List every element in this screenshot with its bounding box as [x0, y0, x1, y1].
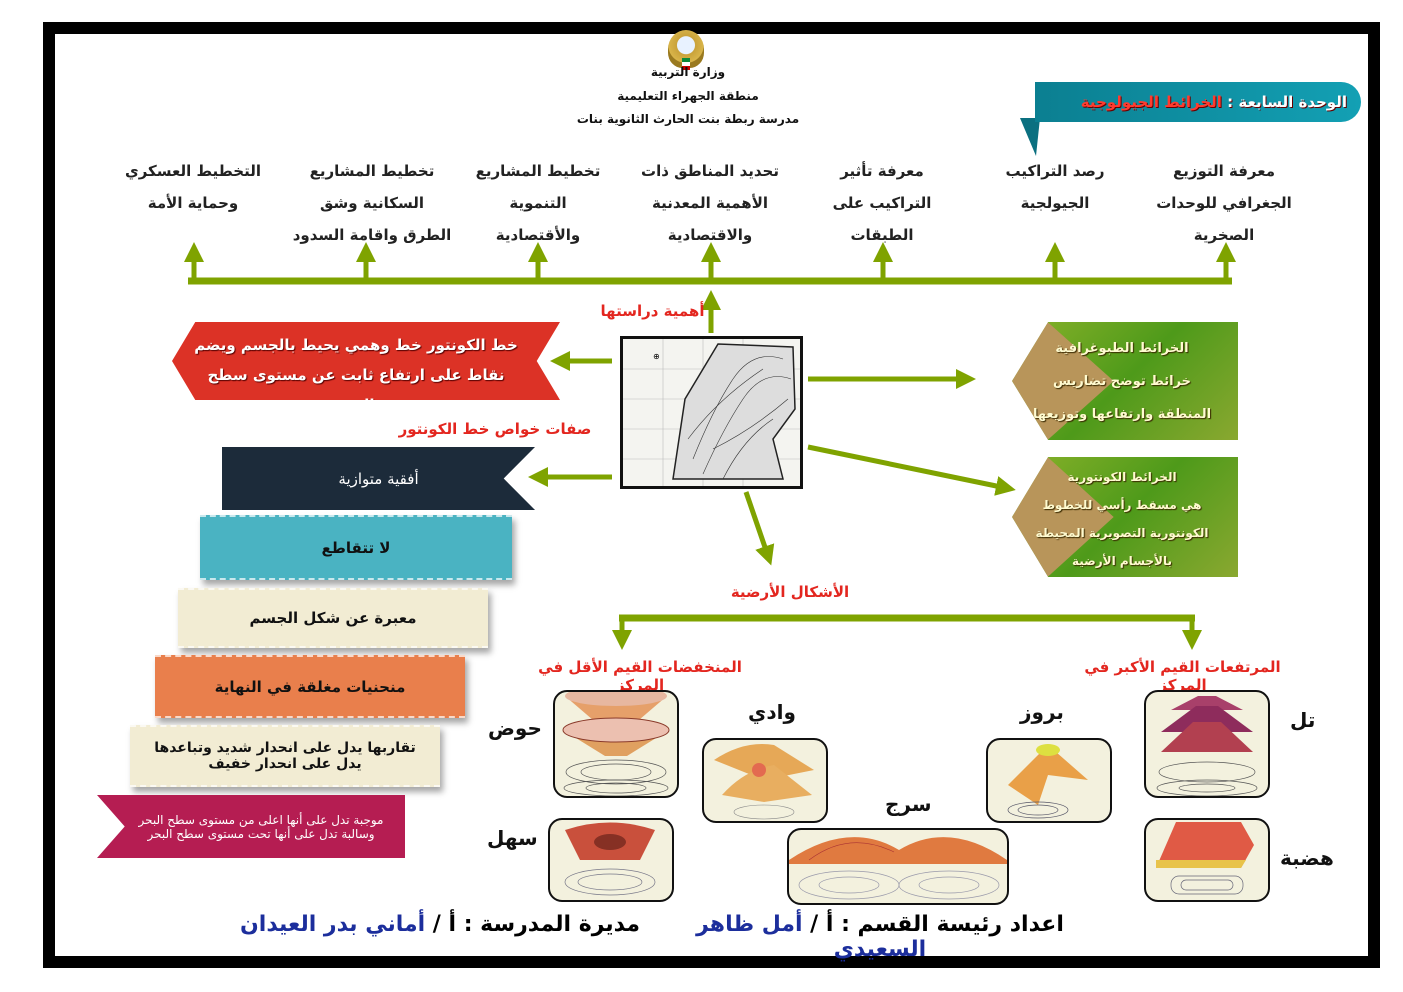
basin-label: حوض	[488, 716, 542, 740]
property-ribbon: منحنيات مغلقة في النهاية	[155, 655, 465, 718]
properties-title: صفات خواص خط الكونتور	[398, 420, 592, 438]
ministry-name: وزارة التربية	[650, 65, 726, 79]
basin-image	[553, 690, 679, 798]
unit-banner: الوحدة السابعة : الخرائط الجيولوجية	[1035, 82, 1361, 122]
elevations-label: المرتفعات القيم الأكبر في المركز	[1084, 658, 1281, 694]
arrow-to-contour	[807, 444, 1016, 496]
banner-pointer	[1020, 118, 1040, 156]
spur-image	[986, 738, 1112, 823]
saddle-image	[787, 828, 1009, 905]
plateau-image	[1144, 818, 1270, 902]
arrow-to-landforms	[743, 491, 775, 566]
landforms-title: الأشكال الأرضية	[730, 583, 850, 601]
svg-text:⊕: ⊕	[653, 352, 660, 361]
property-ribbon: معبرة عن شكل الجسم	[178, 588, 488, 648]
spur-label: بروز	[1020, 700, 1064, 724]
hill-image	[1144, 690, 1270, 798]
property-ribbon: أفقية متوازية	[222, 447, 535, 510]
plateau-label: هضبة	[1280, 846, 1334, 870]
prepared-by: اعداد رئيسة القسم : أ / أمل ظاهر السعيدي	[696, 912, 1064, 962]
plain-label: سهل	[487, 826, 538, 850]
importance-label: أهمية دراستها	[600, 302, 705, 320]
unit-prefix: الوحدة السابعة :	[1227, 93, 1347, 111]
unit-title: الخرائط الجيولوجية	[1080, 93, 1222, 111]
ministry-logo	[668, 30, 704, 70]
principal: مديرة المدرسة : أ / أماني بدر العيدان	[240, 912, 640, 937]
saddle-label: سرج	[885, 792, 932, 816]
property-ribbon: موجبة تدل على أنها اعلى من مستوى سطح الب…	[97, 795, 405, 858]
school-name: مدرسة ربطة بنت الحارث الثانوية بنات	[576, 112, 800, 126]
plain-image	[548, 818, 674, 902]
property-ribbon: لا تتقاطع	[200, 515, 512, 580]
kuwait-contour-map: ⊕	[620, 336, 803, 489]
valley-image	[702, 738, 828, 823]
depressions-label: المنخفضات القيم الأقل في المركز	[538, 658, 742, 694]
valley-label: وادي	[748, 700, 796, 724]
district-name: منطقة الجهراء التعليمية	[617, 89, 759, 103]
hill-label: تل	[1290, 708, 1316, 732]
